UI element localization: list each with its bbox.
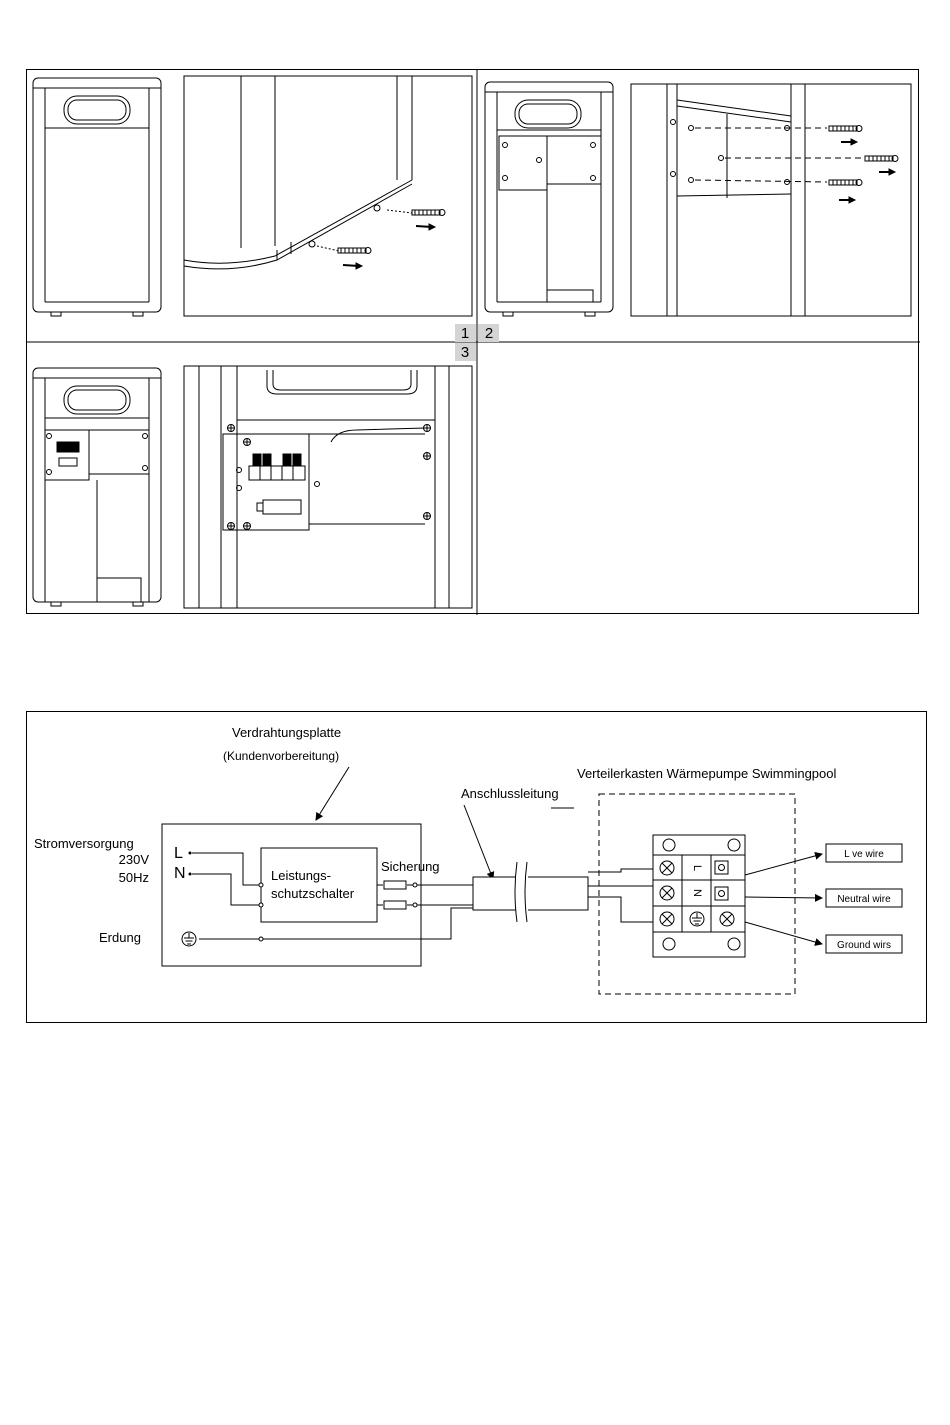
screw-1b — [317, 246, 371, 269]
breaker-label-line2: schutzschalter — [271, 886, 355, 901]
step2-heatpump-front — [485, 82, 613, 316]
fuse-2 — [384, 901, 406, 909]
wiring-board-title: Verdrahtungsplatte — [232, 725, 341, 740]
power-supply-label: Stromversorgung — [34, 836, 134, 851]
ground-wire-arrow — [745, 922, 822, 944]
circuit-breaker-box — [261, 848, 377, 922]
screws-step2 — [695, 126, 898, 204]
board-pointer-arrow — [316, 767, 349, 820]
frequency-label: 50Hz — [119, 870, 149, 885]
line-L-label: L — [174, 845, 183, 862]
step3-heatpump-front — [33, 368, 161, 606]
screw-1a — [387, 210, 445, 231]
ground-icon — [182, 932, 196, 946]
cable-pointer-arrow — [464, 805, 493, 879]
line-N-label: N — [174, 865, 186, 882]
live-wire-arrow — [745, 854, 822, 875]
wiring-board-subtitle: (Kundenvorbereitung) — [223, 749, 339, 763]
neutral-wire-label: Neutral wire — [837, 894, 891, 905]
terminal-L-label: L — [691, 865, 703, 871]
wiring-diagram: Verdrahtungsplatte (Kundenvorbereitung) … — [27, 712, 928, 1024]
breaker-label-line1: Leistungs- — [271, 868, 331, 883]
terminal-ground-icon — [690, 912, 704, 926]
step-3-number: 3 — [461, 344, 469, 361]
step2-cover-detail — [631, 84, 911, 316]
screw-markers-step3 — [47, 425, 431, 530]
earth-label: Erdung — [99, 930, 141, 945]
step-2-number: 2 — [485, 325, 493, 342]
terminal-N-label: N — [691, 889, 703, 897]
wiring-diagram-panel: Verdrahtungsplatte (Kundenvorbereitung) … — [26, 711, 927, 1023]
fuse-label: Sicherung — [381, 859, 440, 874]
live-wire-label: L ve wire — [844, 849, 884, 860]
distribution-box-title: Verteilerkasten Wärmepumpe Swimmingpool — [577, 766, 836, 781]
step-1-number: 1 — [461, 325, 469, 342]
neutral-wire-arrow — [745, 897, 822, 898]
step1-side-detail — [184, 76, 472, 316]
ground-wire-label: Ground wirs — [837, 940, 891, 951]
step3-terminal-detail — [184, 366, 472, 608]
voltage-label: 230V — [119, 852, 150, 867]
installation-steps-drawing: 1 2 3 — [27, 70, 920, 615]
installation-steps-panel: 1 2 3 — [26, 69, 919, 614]
connection-cable-label: Anschlussleitung — [461, 786, 559, 801]
fuse-1 — [384, 881, 406, 889]
step1-heatpump-front — [33, 78, 161, 316]
